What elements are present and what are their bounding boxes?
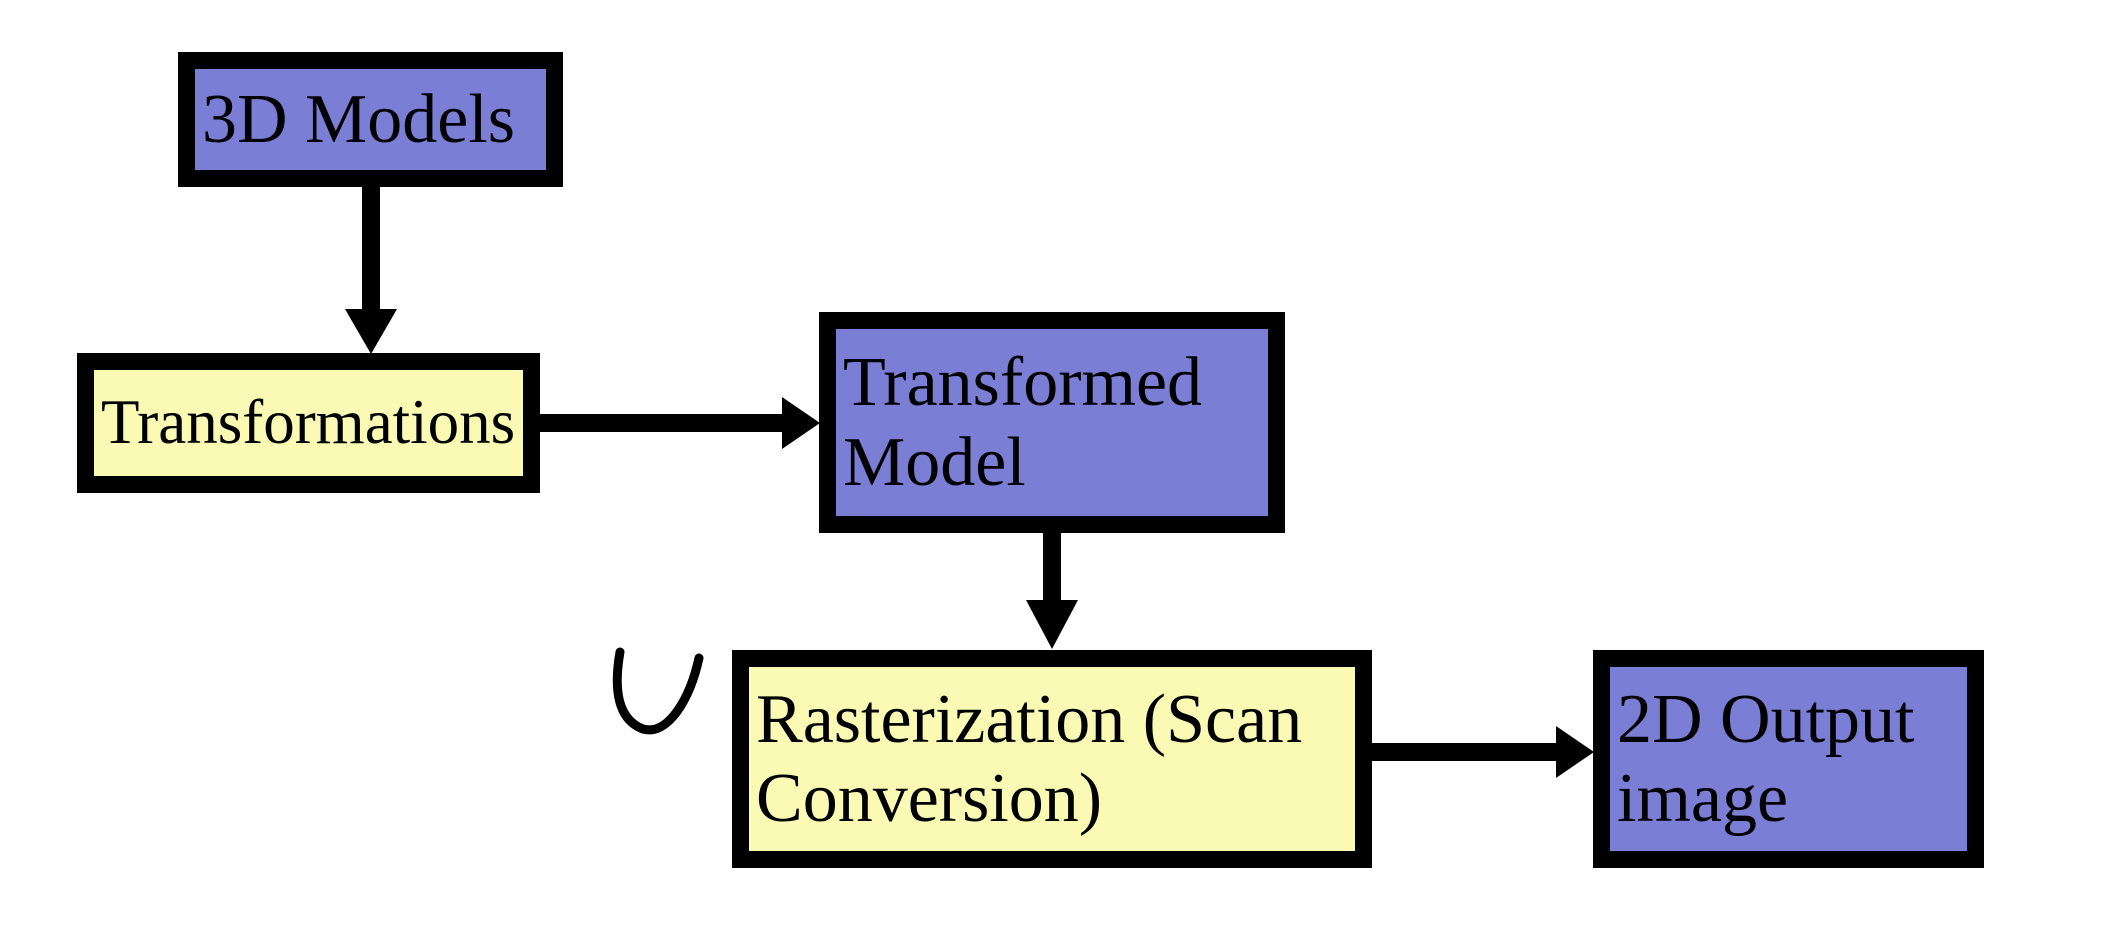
- arrow-rasterization-to-2doutput: [1372, 726, 1594, 778]
- node-transformations: Transformations: [77, 353, 540, 493]
- node-3d-models-label: 3D Models: [202, 80, 516, 158]
- node-2d-output-image-label: 2D Output image: [1617, 680, 1915, 837]
- node-transformations-label: Transformations: [101, 387, 516, 458]
- node-transformed-model: Transformed Model: [819, 312, 1285, 533]
- u-squiggle-annotation: [612, 647, 704, 735]
- node-2d-output-image: 2D Output image: [1593, 650, 1984, 868]
- arrow-transformedmodel-to-rasterization: [1026, 533, 1078, 649]
- node-3d-models: 3D Models: [178, 52, 563, 187]
- arrow-3dmodels-to-transformations: [345, 187, 397, 354]
- node-rasterization-label: Rasterization (Scan Conversion): [756, 680, 1303, 837]
- node-rasterization: Rasterization (Scan Conversion): [732, 650, 1372, 868]
- arrow-transformations-to-transformedmodel: [540, 397, 820, 449]
- node-transformed-model-label: Transformed Model: [843, 344, 1203, 501]
